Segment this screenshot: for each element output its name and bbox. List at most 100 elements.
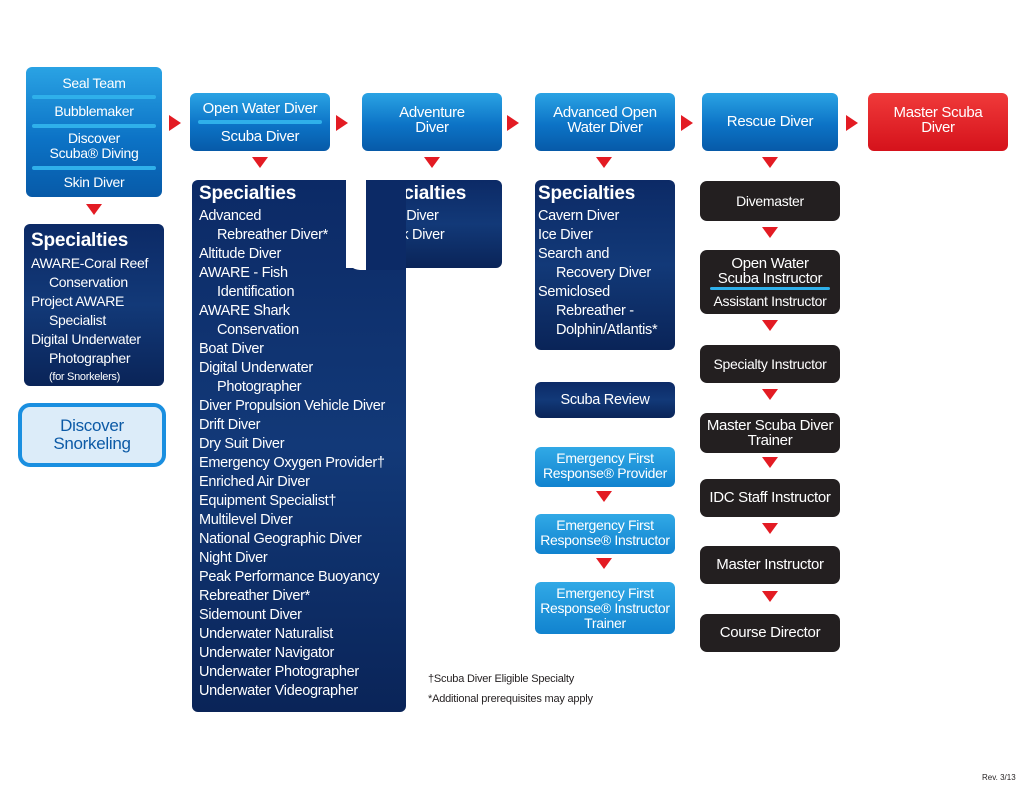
specialty-item: Peak Performance Buoyancy	[199, 569, 380, 585]
separator	[198, 120, 322, 124]
separator	[710, 287, 830, 290]
specialty-item: Boat Diver	[199, 341, 264, 357]
specialty-item: Equipment Specialist†	[199, 493, 337, 509]
efr-line: Emergency First	[556, 517, 654, 533]
efr-instructor-box: Emergency First Response® Instructor	[535, 514, 675, 554]
efr-instructor-trainer-box: Emergency First Response® Instructor Tra…	[535, 582, 675, 634]
skin-diver-label: Skin Diver	[63, 173, 125, 190]
specialty-item: Emergency Oxygen Provider†	[199, 455, 385, 471]
arrow-right-icon	[336, 115, 348, 131]
specialty-item: Rebreather Diver*	[199, 588, 310, 604]
arrow-down-icon	[596, 157, 612, 168]
discover-snorkeling-box: Discover Snorkeling	[18, 403, 166, 467]
open-water-box: Open Water Diver Scuba Diver	[190, 93, 330, 151]
msdt-box: Master Scuba Diver Trainer	[700, 413, 840, 453]
arrow-down-icon	[762, 227, 778, 238]
idc-staff-label: IDC Staff Instructor	[709, 489, 831, 506]
specialty-item: Underwater Naturalist	[199, 626, 333, 642]
specialty-item: Photographer	[217, 379, 302, 395]
arrow-right-icon	[507, 115, 519, 131]
discover-snorkeling-line: Snorkeling	[53, 434, 131, 453]
master-instructor-box: Master Instructor	[700, 546, 840, 584]
efr-provider-box: Emergency First Response® Provider	[535, 447, 675, 487]
arrow-right-icon	[169, 115, 181, 131]
specialties-heading: Specialties	[199, 183, 297, 204]
efr-line: Response® Instructor	[540, 532, 670, 548]
master-instructor-label: Master Instructor	[716, 556, 824, 573]
efr-line: Emergency First	[556, 450, 654, 466]
specialties-box-col1: Specialties AWARE-Coral Reef Conservatio…	[24, 224, 164, 386]
owsi-line: Scuba Instructor	[717, 270, 823, 287]
discover-scuba-label: Discover Scuba® Diving	[49, 130, 139, 161]
specialty-item: AWARE Shark	[199, 303, 290, 319]
rescue-diver-label: Rescue Diver	[726, 113, 814, 130]
separator	[32, 95, 156, 99]
specialty-item: Photographer	[49, 350, 131, 366]
arrow-down-icon	[762, 389, 778, 400]
specialty-item: Dolphin/Atlantis*	[556, 322, 658, 338]
advanced-open-water-box: Advanced Open Water Diver	[535, 93, 675, 151]
specialty-item: Conservation	[49, 274, 128, 290]
specialty-item: Multilevel Diver	[199, 512, 293, 528]
seal-team-label: Seal Team	[62, 74, 126, 91]
arrow-right-icon	[846, 115, 858, 131]
specialty-instructor-box: Specialty Instructor	[700, 345, 840, 383]
specialty-item: Dry Suit Diver	[199, 436, 285, 452]
specialty-item: Specialist	[49, 312, 106, 328]
specialties-box-col4: Specialties Cavern Diver Ice Diver Searc…	[535, 180, 675, 350]
efr-line: Emergency First	[556, 585, 654, 601]
specialty-item: Project AWARE	[31, 293, 125, 309]
revision-label: Rev. 3/13	[982, 773, 1016, 782]
specialty-item: Identification	[217, 284, 295, 300]
discover-snorkeling-line: Discover	[60, 416, 124, 435]
specialty-item: Ice Diver	[538, 227, 593, 243]
owsi-box: Open Water Scuba Instructor Assistant In…	[700, 250, 840, 314]
assistant-instructor-label: Assistant Instructor	[713, 293, 827, 309]
arrow-down-icon	[252, 157, 268, 168]
specialties-heading: Specialties	[31, 230, 129, 251]
owsi-line: Open Water	[731, 255, 809, 272]
arrow-down-icon	[596, 491, 612, 502]
specialty-item: (for Snorkelers)	[49, 371, 120, 383]
open-water-diver-label: Open Water Diver	[202, 99, 318, 117]
divemaster-box: Divemaster	[700, 181, 840, 221]
specialty-item: Underwater Photographer	[199, 664, 359, 680]
specialty-item: Underwater Videographer	[199, 683, 358, 699]
specialty-item: Search and	[538, 246, 610, 262]
arrow-down-icon	[762, 320, 778, 331]
specialty-item: AWARE - Fish	[199, 265, 288, 281]
specialties-connector-notch	[346, 180, 362, 268]
specialty-item: Recovery Diver	[556, 265, 651, 281]
youth-programs-box: Seal Team Bubblemaker Discover Scuba® Di…	[26, 67, 162, 197]
arrow-down-icon	[424, 157, 440, 168]
advanced-open-water-line: Advanced Open	[553, 104, 657, 121]
arrow-down-icon	[596, 558, 612, 569]
adventure-diver-line: Adventure	[399, 104, 465, 121]
specialty-item: Conservation	[217, 322, 299, 338]
specialty-item: Underwater Navigator	[199, 645, 335, 661]
footnotes: †Scuba Diver Eligible Specialty *Additio…	[428, 669, 593, 709]
rescue-diver-box: Rescue Diver	[702, 93, 838, 151]
specialty-item: Sidemount Diver	[199, 607, 302, 623]
efr-line: Trainer	[584, 615, 626, 631]
advanced-open-water-line: Water Diver	[567, 119, 643, 136]
master-scuba-diver-line: Diver	[921, 119, 955, 136]
arrow-down-icon	[762, 457, 778, 468]
specialty-item: Advanced	[199, 208, 262, 224]
separator	[32, 124, 156, 128]
arrow-right-icon	[681, 115, 693, 131]
specialty-item: Digital Underwater	[199, 360, 313, 376]
specialty-item: Cavern Diver	[538, 208, 620, 224]
scuba-diver-label: Scuba Diver	[220, 127, 300, 145]
footnote-dagger: †Scuba Diver Eligible Specialty	[428, 673, 575, 685]
msdt-line: Master Scuba Diver	[706, 417, 834, 434]
adventure-diver-line: Diver	[415, 119, 449, 136]
specialty-item: AWARE-Coral Reef	[31, 255, 149, 271]
scuba-review-label: Scuba Review	[560, 392, 650, 408]
master-scuba-diver-box: Master Scuba Diver	[868, 93, 1008, 151]
adventure-diver-box: Adventure Diver	[362, 93, 502, 151]
footnote-asterisk: *Additional prerequisites may apply	[428, 693, 593, 705]
specialty-item: Rebreather Diver*	[217, 227, 328, 243]
divemaster-label: Divemaster	[736, 193, 804, 209]
master-scuba-diver-line: Master Scuba	[893, 104, 983, 121]
